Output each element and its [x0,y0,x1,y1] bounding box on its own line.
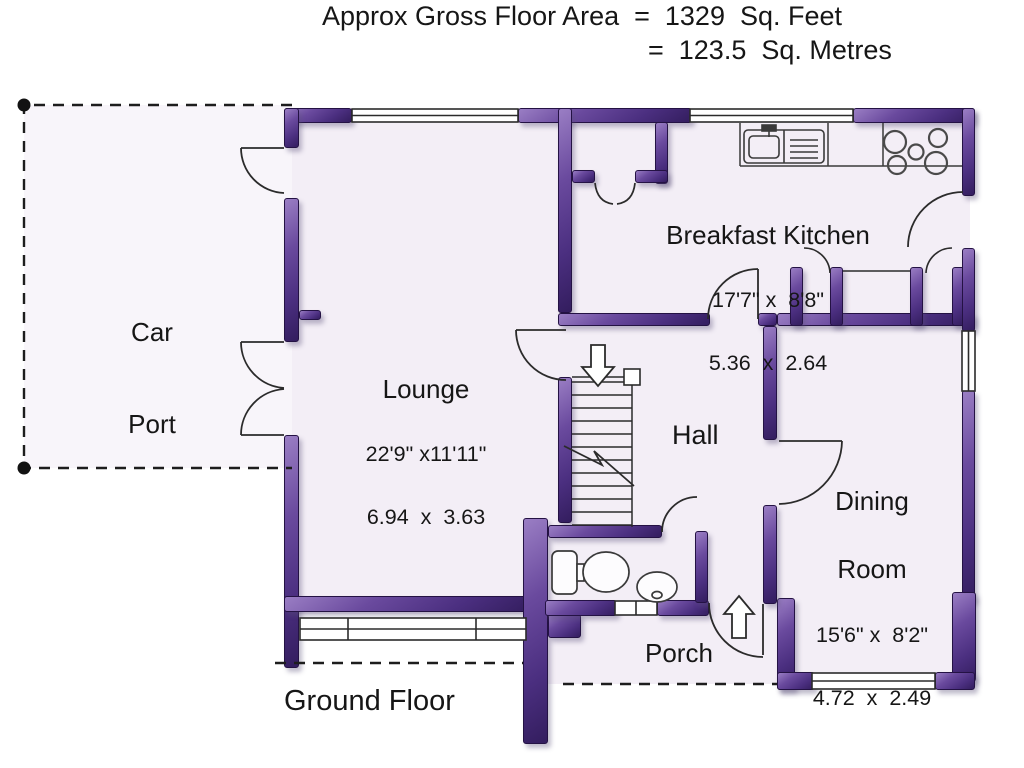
wall-kitchen-bottom-stub [758,313,777,326]
wall-pillar [523,518,548,744]
wall-cupboard-2 [830,267,843,326]
gross-floor-area-line1: Approx Gross Floor Area = 1329 Sq. Feet [322,1,843,31]
lounge-name: Lounge [382,373,470,404]
wall-right-b [962,248,975,332]
wall-left-c [284,435,299,668]
room-label-dining-room: Dining Room 15'6" x 8'2" 4.72 x 2.49 [792,448,952,749]
wall-top-mid [518,108,692,123]
wall-left-a [284,108,299,148]
room-label-porch: Porch [645,638,713,668]
kitchen-imperial-dims: 17'7" x 8'8" [712,288,824,313]
wall-kitchen-bottom-left [558,313,710,326]
wall-swing-stub-left [572,170,595,183]
wall-right-c [962,390,975,602]
room-label-car-port: Car Port [128,317,176,440]
kitchen-metric-dims: 5.36 x 2.64 [708,351,828,376]
wall-cupboard-3 [910,267,923,326]
floor-title: Ground Floor [284,685,455,717]
kitchen-name: Breakfast Kitchen [666,219,870,250]
wall-right-d [952,592,976,682]
dining-metric-dims: 4.72 x 2.49 [812,685,932,710]
wall-pillar-step [548,614,581,638]
wall-wc-bottom-a [545,600,617,616]
lounge-imperial-dims: 22'9" x11'11" [365,442,487,467]
wall-bottom-lounge [284,596,532,612]
wall-hall-dining-a [763,326,777,440]
dining-name-line2: Room [837,554,907,585]
wall-swing-stub-right [635,170,668,183]
window-icon-lounge-bottom [299,617,527,641]
wall-cupboard-1 [790,267,803,326]
wall-wc-right [695,531,708,603]
wall-stub-lounge [299,310,321,320]
dining-imperial-dims: 15'6" x 8'2" [816,622,928,647]
lounge-metric-dims: 6.94 x 3.63 [366,505,486,530]
wall-lounge-hall-divider [558,108,572,313]
wall-left-b [284,198,299,342]
wall-right-a [962,108,975,196]
wall-wc-top [548,525,662,538]
dining-floor-lower [777,614,965,674]
wall-hall-dining-b [763,505,777,604]
room-label-hall: Hall [672,420,719,450]
room-label-breakfast-kitchen: Breakfast Kitchen 17'7" x 8'8" 5.36 x 2.… [648,182,888,414]
room-label-lounge: Lounge 22'9" x11'11" 6.94 x 3.63 [326,336,526,568]
dining-name-line1: Dining [835,485,909,516]
wall-stairs [558,377,572,523]
wall-kitchen-left-stub [655,122,668,184]
gross-floor-area-line2: = 123.5 Sq. Metres [648,35,892,65]
wall-top-kitchen [853,108,975,123]
